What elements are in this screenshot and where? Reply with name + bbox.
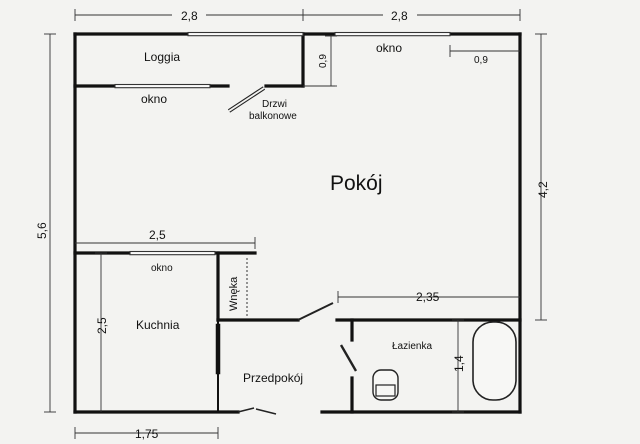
room-label-lazienka: Łazienka xyxy=(392,341,432,352)
window-room-top xyxy=(334,31,451,37)
entrance-door-b xyxy=(255,408,277,415)
label-window-loggia-bottom: okno xyxy=(141,92,167,106)
label-window-kitchen: okno xyxy=(151,263,173,274)
window-loggia-bottom xyxy=(114,83,211,89)
hall-door xyxy=(297,302,334,321)
label-door-line2: balkonowe xyxy=(249,111,297,122)
window-kitchen xyxy=(129,250,216,256)
dim-left-height: 5,6 xyxy=(35,222,49,239)
dim-bathroom-width: 2,35 xyxy=(416,290,440,304)
dim-kitchen-width: 2,5 xyxy=(149,228,166,242)
label-window-loggia-top: okno xyxy=(376,41,402,55)
room-label-przedpokoj: Przedpokój xyxy=(243,371,303,385)
toilet xyxy=(372,369,399,401)
dim-window-offset: 0,9 xyxy=(474,55,488,66)
dimension-lines xyxy=(44,9,547,439)
dim-kitchen-height: 2,5 xyxy=(95,317,109,334)
bathroom-door xyxy=(339,344,358,372)
window-loggia-top xyxy=(187,31,304,37)
balcony-door-inner xyxy=(228,87,265,112)
dim-loggia-depth: 0,9 xyxy=(318,54,329,68)
dim-top-left: 2,8 xyxy=(181,9,198,23)
room-label-loggia: Loggia xyxy=(144,50,180,64)
room-label-wneka: Wnęka xyxy=(228,276,240,311)
entrance-door-a xyxy=(237,407,255,413)
room-label-kuchnia: Kuchnia xyxy=(136,318,180,332)
dim-bottom: 1,75 xyxy=(135,427,159,441)
walls xyxy=(73,32,522,414)
bathtub xyxy=(472,321,517,401)
label-door-line1: Drzwi xyxy=(262,99,287,110)
dim-top-right: 2,8 xyxy=(391,9,408,23)
doors xyxy=(227,86,358,415)
dim-right-height: 4,2 xyxy=(536,181,550,198)
dim-bathroom-height: 1,4 xyxy=(452,355,466,372)
windows xyxy=(114,31,451,256)
room-label-pokoj: Pokój xyxy=(330,172,383,195)
